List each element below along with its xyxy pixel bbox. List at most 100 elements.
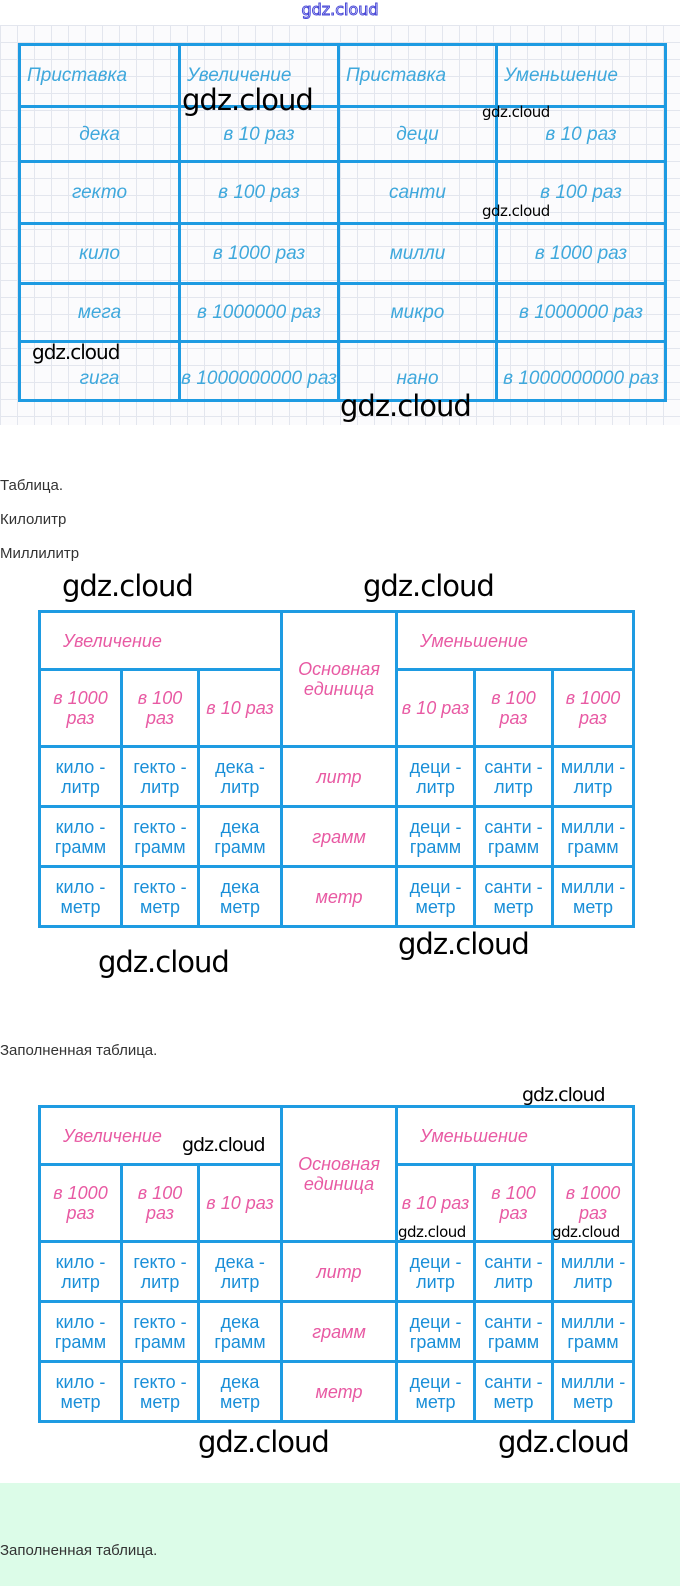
factor-cell: в 1000 раз [551, 1163, 636, 1243]
table-cell: деци - литр [395, 1240, 477, 1303]
header-cell: Уменьшение [495, 43, 667, 108]
watermark: gdz.cloud [98, 945, 230, 979]
factor-cell: в 1000 раз [38, 668, 123, 748]
table-cell: санти - метр [473, 1360, 555, 1423]
increase-header: Увеличение [37, 1105, 284, 1166]
table-label: Таблица. [0, 477, 63, 494]
base-unit-header: Основная единица [280, 610, 399, 748]
table-cell: гекто - грамм [120, 1300, 200, 1363]
table-cell: дека метр [196, 865, 284, 928]
table-cell: грамм [280, 805, 399, 868]
factor-cell: в 100 раз [120, 668, 200, 748]
table-cell: милли - литр [551, 1240, 636, 1303]
table-cell: дека - литр [196, 745, 284, 808]
watermark: gdz.cloud [398, 1223, 466, 1241]
table-cell: санти - метр [473, 865, 555, 928]
table-cell: гига [18, 340, 181, 402]
table-cell: милли - литр [551, 745, 636, 808]
table-cell: гекто - метр [120, 1360, 200, 1423]
table-cell: гекто - литр [120, 745, 200, 808]
table-cell: дека метр [196, 1360, 284, 1423]
table-cell: кило - грамм [38, 805, 123, 868]
table-cell: в 1000000000 раз [178, 340, 340, 402]
factor-cell: в 1000 раз [551, 668, 636, 748]
table-cell: милли - грамм [551, 1300, 636, 1363]
watermark: gdz.cloud [363, 569, 495, 603]
watermark: gdz.cloud [340, 389, 472, 423]
top-watermark: gdz.cloud [301, 0, 379, 19]
table-cell: в 100 раз [495, 160, 667, 225]
table-cell: мега [18, 282, 181, 343]
table-cell: кило - грамм [38, 1300, 123, 1363]
factor-cell: в 10 раз [395, 1163, 477, 1243]
table-cell: санти - литр [473, 745, 555, 808]
table-cell: кило [18, 222, 181, 285]
decrease-header: Уменьшение [395, 1105, 636, 1166]
table-cell: дека грамм [196, 1300, 284, 1363]
table-cell: метр [280, 865, 399, 928]
table-cell: в 1000 раз [178, 222, 340, 285]
table-cell: литр [280, 745, 399, 808]
table-cell: кило - метр [38, 865, 123, 928]
table-cell: санти [337, 160, 498, 225]
table-cell: санти - литр [473, 1240, 555, 1303]
watermark: gdz.cloud [198, 1425, 330, 1459]
header-cell: Приставка [18, 43, 181, 108]
watermark: gdz.cloud [482, 103, 550, 121]
watermark: gdz.cloud [482, 202, 550, 220]
table-cell: кило - метр [38, 1360, 123, 1423]
table-cell: деци - грамм [395, 1300, 477, 1363]
table-cell: милли - грамм [551, 805, 636, 868]
table-cell: деци - метр [395, 865, 477, 928]
table-cell: в 100 раз [178, 160, 340, 225]
factor-cell: в 10 раз [196, 1163, 284, 1243]
filled-table-label: Заполненная таблица. [0, 1042, 158, 1059]
factor-cell: в 100 раз [120, 1163, 200, 1243]
factor-cell: в 1000 раз [38, 1163, 123, 1243]
watermark: gdz.cloud [552, 1223, 620, 1241]
factor-cell: в 10 раз [196, 668, 284, 748]
table-cell: деци - литр [395, 745, 477, 808]
decrease-header: Уменьшение [395, 610, 636, 671]
kiloliter-text: Килолитр [0, 511, 67, 528]
table-cell: кило - литр [38, 745, 123, 808]
factor-cell: в 100 раз [473, 668, 555, 748]
watermark: gdz.cloud [182, 1134, 266, 1156]
watermark: gdz.cloud [62, 569, 194, 603]
watermark: gdz.cloud [498, 1425, 630, 1459]
table-cell: нано [337, 340, 498, 402]
table-cell: метр [280, 1360, 399, 1423]
table-cell: милли - метр [551, 865, 636, 928]
table-cell: санти - грамм [473, 805, 555, 868]
increase-header: Увеличение [37, 610, 284, 671]
table-cell: грамм [280, 1300, 399, 1363]
table-cell: гекто - грамм [120, 805, 200, 868]
table-cell: в 10 раз [495, 105, 667, 163]
table-cell: деци - грамм [395, 805, 477, 868]
filled-table-label-bottom: Заполненная таблица. [0, 1542, 158, 1559]
milliliter-text: Миллилитр [0, 545, 80, 562]
table-cell: в 1000000000 раз [495, 340, 667, 402]
header-cell: Приставка [337, 43, 498, 108]
table-cell: в 10 раз [178, 105, 340, 163]
table-cell: милли [337, 222, 498, 285]
table-cell: дека грамм [196, 805, 284, 868]
watermark: gdz.cloud [182, 83, 314, 117]
base-unit-header: Основная единица [280, 1105, 399, 1243]
table-cell: гекто - метр [120, 865, 200, 928]
table-cell: деци - метр [395, 1360, 477, 1423]
factor-cell: в 10 раз [395, 668, 477, 748]
